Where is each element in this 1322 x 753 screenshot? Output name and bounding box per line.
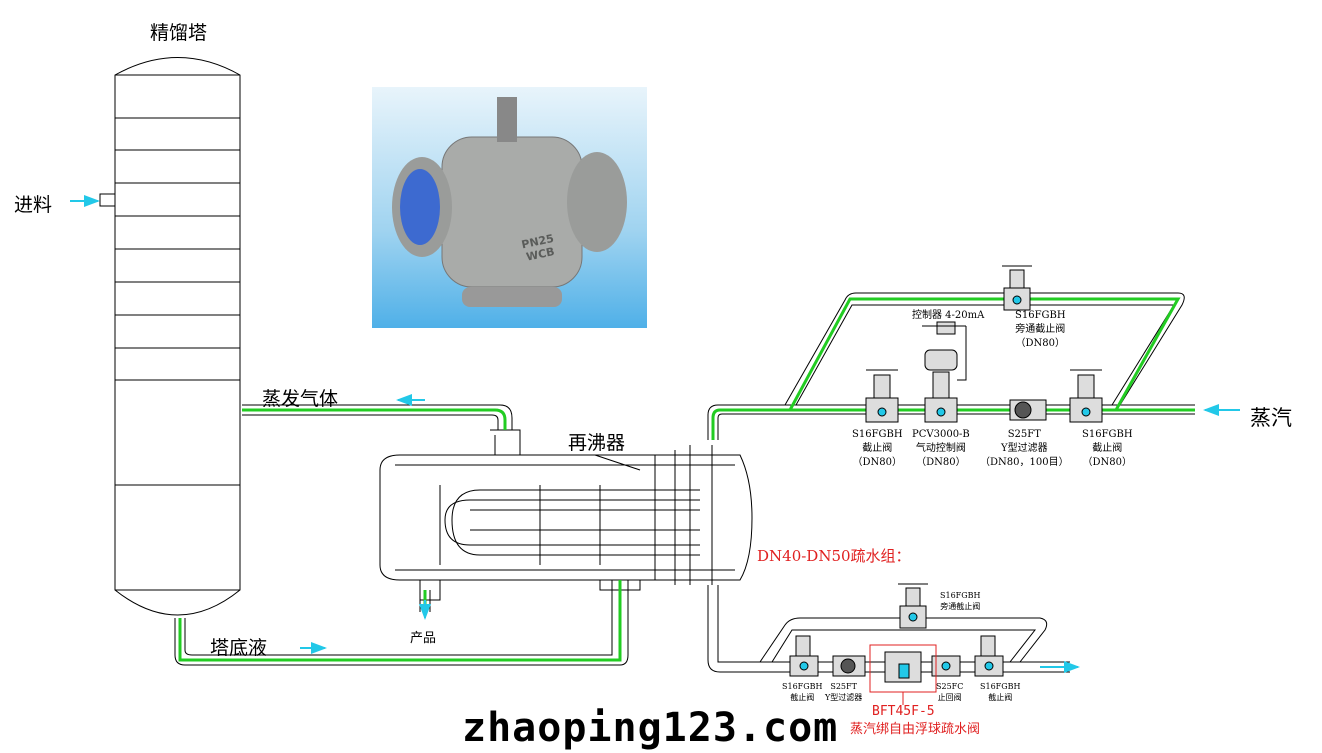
feed-label: 进料 (14, 194, 53, 216)
trap-name-label: 蒸汽绑自由浮球疏水阀 (850, 722, 981, 737)
bypass-globe-valve (1002, 265, 1032, 311)
reboiler-label: 再沸器 (568, 432, 626, 454)
drain-globe-valve-1 (789, 635, 819, 677)
check-valve (931, 655, 961, 677)
watermark: zhaoping123.com (462, 705, 839, 751)
globe-valve-2 (1069, 369, 1103, 423)
steam-label: 蒸汽 (1250, 406, 1292, 430)
column-title: 精馏塔 (150, 22, 208, 44)
globe-valve-1 (865, 369, 899, 423)
control-valve (922, 321, 967, 423)
drain-group-title: DN40-DN50疏水组： (757, 547, 911, 565)
trap-model-label: BFT45F-5 (872, 704, 935, 719)
drain-strainer (832, 655, 866, 677)
reboiler (379, 429, 753, 601)
bypass-valve-label: S16FGBH 旁通截止阀 （DN80） (1015, 310, 1066, 349)
product-label: 产品 (410, 631, 437, 646)
vapor-label: 蒸发气体 (262, 388, 339, 410)
float-trap (884, 651, 922, 683)
y-strainer (1009, 399, 1047, 421)
bottoms-label: 塔底液 (210, 637, 268, 659)
distillation-column (99, 57, 241, 616)
valve-image (392, 97, 627, 307)
drain-bypass-valve (898, 583, 928, 629)
steam-trap-photo: PN25 WCB (372, 87, 647, 328)
controller-label: 控制器 4-20mA (912, 310, 985, 321)
drain-globe-valve-2 (974, 635, 1004, 677)
